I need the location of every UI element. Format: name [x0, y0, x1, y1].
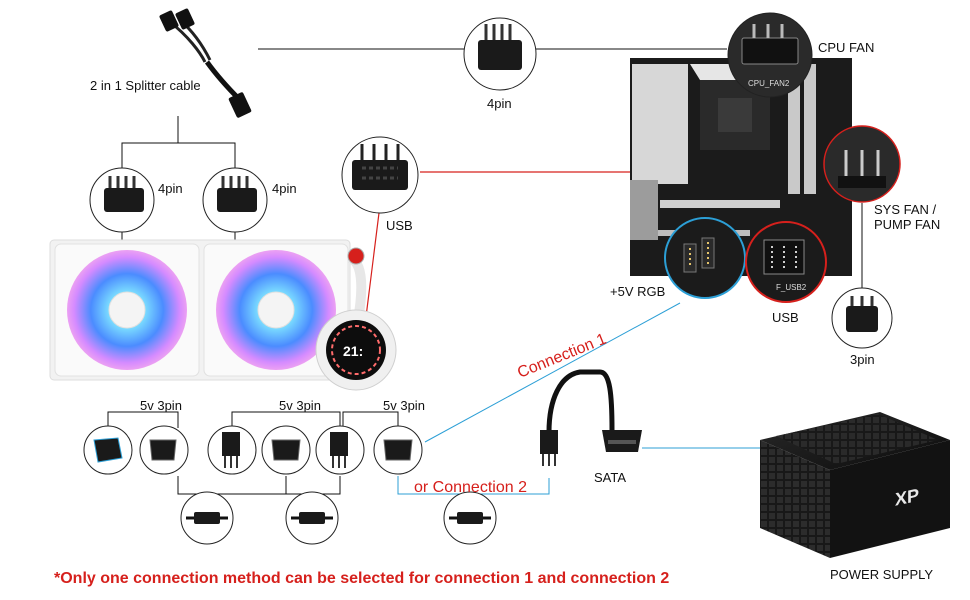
four-pin-left-label: 4pin	[158, 181, 183, 196]
usb-board-label: USB	[772, 310, 799, 325]
four-pin-right-label: 4pin	[272, 181, 297, 196]
usb-top-label: USB	[386, 218, 413, 233]
argb-connector-3	[207, 425, 257, 475]
connection-2-label: or Connection 2	[414, 479, 527, 496]
cpu-fan-label: CPU FAN	[818, 40, 874, 55]
argb-connector-1	[83, 425, 133, 475]
four-pin-top-label: 4pin	[487, 96, 512, 111]
four-pin-left-connector	[89, 167, 155, 233]
usb-connector-bubble	[341, 136, 419, 214]
sata-adapter-cable	[540, 369, 642, 466]
psu-brand: XP	[895, 485, 919, 510]
argb-extension-1	[180, 491, 234, 545]
power-supply: XP	[760, 412, 950, 558]
fan-right	[216, 250, 336, 370]
four-pin-right-connector	[202, 167, 268, 233]
fan-left	[67, 250, 187, 370]
blue-wires	[397, 302, 760, 495]
plus5v-rgb-label: +5V RGB	[610, 284, 665, 299]
pump-lcd-text: 21:	[343, 343, 363, 359]
pump-block: 21:	[315, 247, 397, 391]
sys-fan-label-line1: SYS FAN /	[874, 202, 937, 217]
argb-connector-6	[373, 425, 423, 475]
three-pin-connector	[831, 287, 893, 349]
four-pin-top-connector	[463, 17, 537, 91]
rgb-header-bubble	[664, 217, 746, 299]
five-v-label-1: 5v 3pin	[140, 398, 182, 413]
cpu-fan-header-silkscreen: CPU_FAN2	[748, 79, 790, 88]
three-pin-label: 3pin	[850, 352, 875, 367]
splitter-label: 2 in 1 Splitter cable	[90, 78, 201, 93]
usb-header-bubble: F_USB2	[745, 221, 827, 303]
sata-label: SATA	[594, 470, 626, 485]
five-v-label-2: 5v 3pin	[279, 398, 321, 413]
argb-extension-3	[443, 491, 497, 545]
argb-connector-4	[261, 425, 311, 475]
cpu-fan-header-bubble: CPU_FAN2	[727, 12, 813, 98]
splitter-cable	[159, 8, 252, 118]
power-supply-label: POWER SUPPLY	[830, 567, 933, 582]
argb-connector-5	[315, 425, 365, 475]
usb-header-silkscreen: F_USB2	[776, 283, 807, 292]
connection-footnote: *Only one connection method can be selec…	[54, 570, 670, 587]
argb-extension-2	[285, 491, 339, 545]
sys-fan-header-bubble	[823, 125, 901, 203]
sys-fan-label-line2: PUMP FAN	[874, 217, 940, 232]
five-v-label-3: 5v 3pin	[383, 398, 425, 413]
argb-connector-2	[139, 425, 189, 475]
